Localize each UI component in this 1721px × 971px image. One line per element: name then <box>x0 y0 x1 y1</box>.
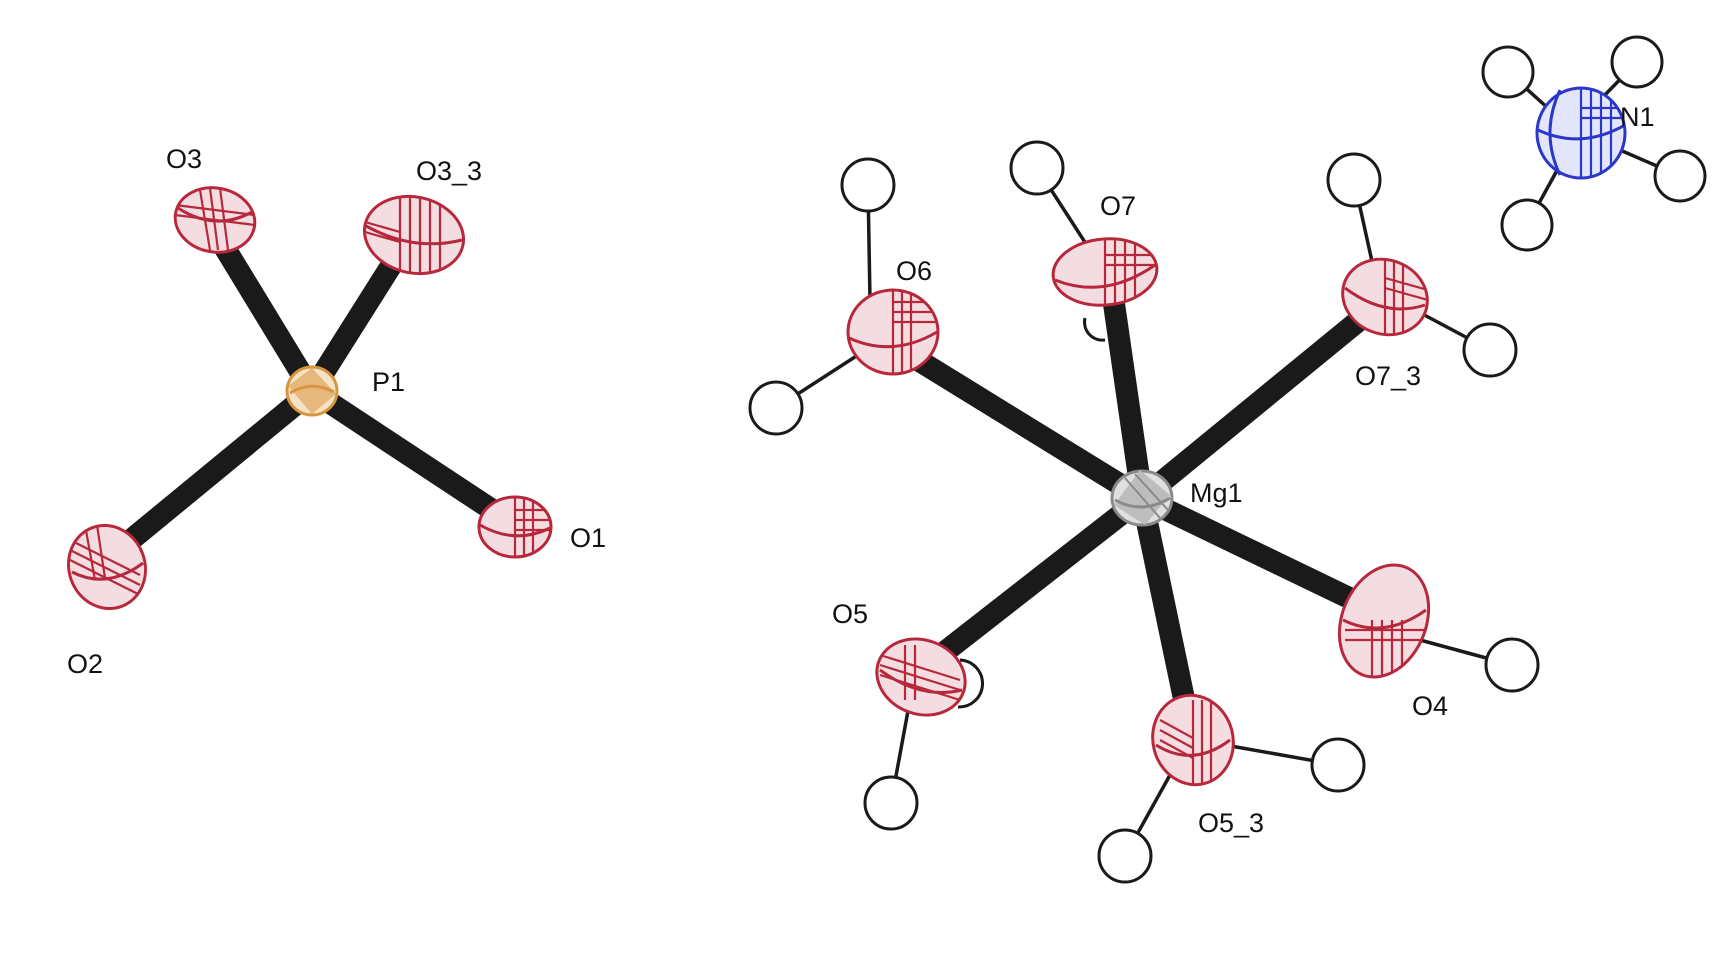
hidden-hydrogen-o5 <box>957 658 985 709</box>
hydrogen-atom <box>1653 149 1707 203</box>
bond-mg1-o53 <box>1131 495 1199 721</box>
atom-o7 <box>1051 237 1159 307</box>
label-o6: O6 <box>896 256 932 286</box>
atom-o3-3 <box>362 194 466 276</box>
hydrogen-atom <box>1481 45 1535 99</box>
atom-labels: O3 O3_3 P1 O2 O1 O6 O7 O7_3 Mg1 O5 O4 O5… <box>67 102 1655 838</box>
hydrogen-atom <box>1484 637 1540 693</box>
atom-n1 <box>1535 86 1627 180</box>
bond-mg1-o6 <box>899 342 1148 508</box>
hydrogen-atom <box>1097 828 1153 884</box>
atom-o5 <box>875 637 967 717</box>
atom-o1 <box>477 495 553 559</box>
bond-p1-o3 <box>210 234 322 397</box>
label-o7-3: O7_3 <box>1355 361 1421 391</box>
label-o5: O5 <box>832 599 868 629</box>
bond-mg1-o4 <box>1137 488 1375 618</box>
atom-o6 <box>846 288 940 376</box>
hydrogen-atom <box>1310 737 1366 793</box>
label-o3-3: O3_3 <box>416 156 482 186</box>
partially-hidden-hydrogens <box>957 317 1106 709</box>
label-n1: N1 <box>1620 102 1655 132</box>
hydrogen-atom <box>1500 198 1554 252</box>
bond-mg1-o7 <box>1101 288 1153 500</box>
atom-p1 <box>285 365 339 417</box>
atom-o7-3 <box>1341 257 1429 337</box>
hydrogen-atom <box>863 775 919 831</box>
label-o1: O1 <box>570 523 606 553</box>
bond-mg1-o5 <box>930 489 1149 667</box>
atom-ellipsoids <box>67 86 1627 787</box>
hydrogen-atom <box>1610 35 1664 89</box>
atom-mg1 <box>1110 469 1174 527</box>
atom-o5-3 <box>1151 693 1235 787</box>
label-o5-3: O5_3 <box>1198 808 1264 838</box>
bond-p1-o33 <box>302 252 406 397</box>
label-o3: O3 <box>166 144 202 174</box>
hydrogen-atom <box>748 380 804 436</box>
label-mg1: Mg1 <box>1190 478 1243 508</box>
hydrogen-atom <box>840 157 896 213</box>
hydrogen-atom <box>1326 152 1382 208</box>
bond-p1-o1 <box>305 381 507 525</box>
hydrogen-atom <box>1009 140 1065 196</box>
label-o2: O2 <box>67 649 103 679</box>
bond-p1-o2 <box>108 382 319 562</box>
atom-o3 <box>173 186 257 254</box>
hydrogen-atom <box>1462 322 1518 378</box>
label-o4: O4 <box>1412 691 1448 721</box>
label-p1: P1 <box>372 367 405 397</box>
label-o7: O7 <box>1100 191 1136 221</box>
atom-o4 <box>1337 563 1431 680</box>
atom-o2 <box>67 523 147 611</box>
coordination-bonds <box>108 234 1375 721</box>
hydrogen-atoms <box>748 35 1707 884</box>
bond-mg1-o73 <box>1135 304 1375 507</box>
hidden-hydrogen-o7 <box>1083 317 1106 342</box>
